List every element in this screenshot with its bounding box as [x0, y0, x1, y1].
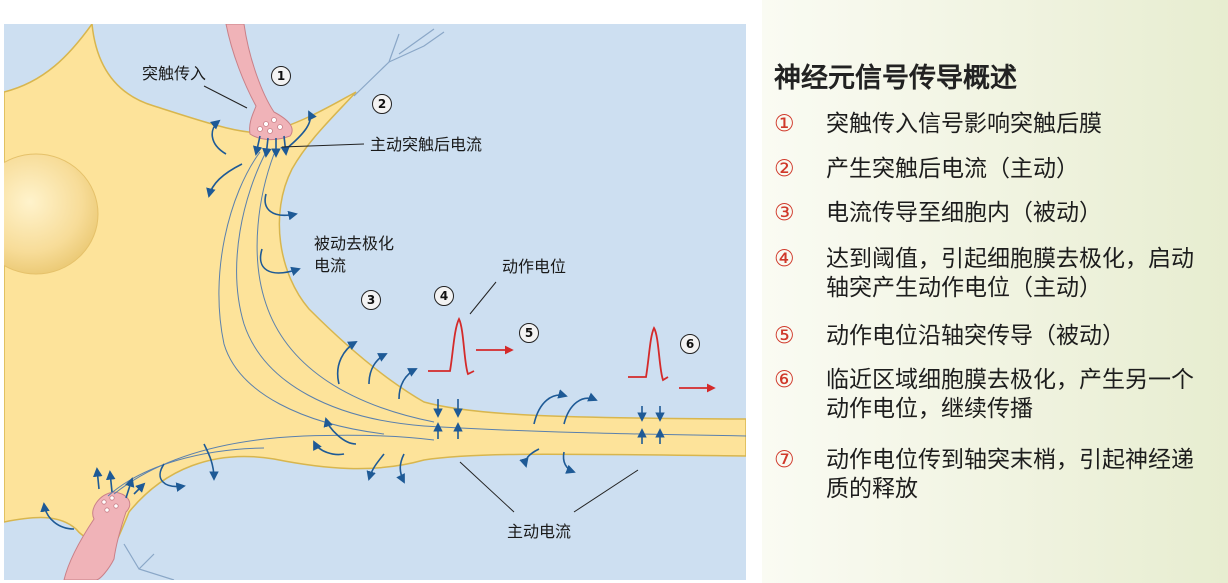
step-number: ① — [774, 111, 795, 137]
step-text: 电流传导至细胞内（被动） — [826, 200, 1102, 226]
step-item-1: ① 突触传入信号影响突触后膜 — [774, 110, 1206, 139]
axon-membrane-arrows — [433, 399, 665, 444]
label-action-potential: 动作电位 — [502, 257, 567, 276]
step-item-6: ⑥ 临近区域细胞膜去极化，产生另一个动作电位，继续传播 — [774, 366, 1196, 424]
neuron-cell-body — [4, 24, 746, 545]
step-number: ⑦ — [774, 447, 795, 473]
step-number: ③ — [774, 200, 795, 226]
summary-panel: 神经元信号传导概述 ① 突触传入信号影响突触后膜 ② 产生突触后电流（主动） ③… — [762, 0, 1228, 583]
step-number: ⑤ — [774, 323, 795, 349]
step-text: 临近区域细胞膜去极化，产生另一个动作电位，继续传播 — [826, 367, 1194, 422]
label-active-current: 主动电流 — [507, 522, 572, 541]
badge-5: 5 — [519, 323, 539, 343]
postsynaptic-inward-arrows — [252, 135, 290, 158]
step-number: ② — [774, 156, 795, 182]
current-arrows — [40, 110, 598, 530]
step-item-4: ④ 达到阈值，引起细胞膜去极化，启动轴突产生动作电位（主动） — [774, 245, 1196, 303]
intracellular-current-lines — [107, 151, 746, 497]
label-passive-depolarization-1: 被动去极化 — [314, 234, 395, 253]
presynaptic-terminal-bottom — [63, 491, 131, 580]
step-item-5: ⑤ 动作电位沿轴突传导（被动） — [774, 322, 1206, 351]
presynaptic-terminal-top — [225, 24, 293, 141]
step-item-3: ③ 电流传导至细胞内（被动） — [774, 199, 1206, 228]
fine-dendrite-branches — [123, 28, 445, 580]
nucleus — [4, 153, 99, 275]
step-text: 突触传入信号影响突触后膜 — [826, 111, 1102, 137]
synaptic-vesicles-bottom — [101, 495, 119, 513]
label-active-postsynaptic-current: 主动突触后电流 — [370, 135, 483, 154]
badge-1: 1 — [271, 66, 291, 86]
label-passive-depolarization-2: 电流 — [314, 256, 347, 275]
step-text: 动作电位传到轴突末梢，引起神经递质的释放 — [826, 447, 1194, 502]
neuron-diagram: 突触传入 主动突触后电流 被动去极化 电流 动作电位 主动电流 1 2 3 4 … — [4, 24, 746, 580]
action-potential-waveform-2 — [628, 326, 716, 393]
label-synaptic-input: 突触传入 — [142, 64, 207, 83]
action-potential-waveform-1 — [428, 316, 514, 376]
badge-6: 6 — [680, 334, 700, 354]
synaptic-vesicles-top — [257, 117, 283, 134]
badge-3: 3 — [361, 290, 381, 310]
badge-4: 4 — [434, 286, 454, 306]
step-item-7: ⑦ 动作电位传到轴突末梢，引起神经递质的释放 — [774, 446, 1196, 504]
leader-lines — [203, 85, 639, 513]
badge-2: 2 — [372, 94, 392, 114]
panel-title: 神经元信号传导概述 — [774, 63, 1017, 94]
step-item-2: ② 产生突触后电流（主动） — [774, 155, 1206, 184]
step-number: ⑥ — [774, 367, 795, 393]
step-number: ④ — [774, 246, 795, 272]
step-text: 动作电位沿轴突传导（被动） — [826, 323, 1125, 349]
step-text: 产生突触后电流（主动） — [826, 156, 1079, 182]
neuron-illustration — [4, 24, 746, 580]
step-text: 达到阈值，引起细胞膜去极化，启动轴突产生动作电位（主动） — [826, 246, 1194, 301]
